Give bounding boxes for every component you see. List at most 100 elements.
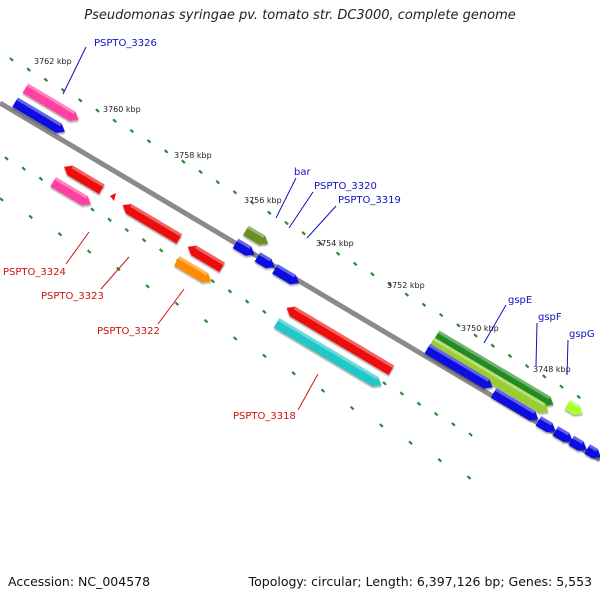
frame-tick: [349, 405, 355, 411]
scale-tick: [576, 394, 581, 400]
gene-feature: [568, 435, 587, 451]
gene-feature: [584, 444, 600, 459]
gene-label-reverse: PSPTO_3323: [41, 291, 104, 302]
frame-tick: [124, 227, 130, 233]
scale-tick: [9, 57, 14, 62]
frame-tick: [57, 231, 63, 237]
frame-tick: [174, 301, 180, 306]
scale-tick: [507, 353, 513, 359]
scale-tick: [215, 179, 221, 185]
scale-tick: [301, 231, 306, 236]
gene-feature: [428, 337, 549, 413]
frame-tick: [399, 391, 405, 396]
label-leader: [566, 339, 569, 376]
scale-tick-label: 3760 kbp: [103, 105, 141, 114]
gene-label-reverse: PSPTO_3324: [3, 267, 66, 278]
label-leader: [100, 256, 130, 290]
label-leader: [306, 205, 337, 239]
scale-tick-label: 3750 kbp: [461, 324, 499, 333]
label-leader: [483, 304, 507, 344]
scale-tick: [335, 251, 341, 256]
frame-tick: [437, 457, 443, 463]
gene-feature: [232, 238, 255, 256]
frame-tick: [227, 289, 233, 294]
frame-tick: [145, 284, 150, 289]
frame-tick: [433, 411, 439, 417]
scale-tick: [370, 271, 375, 277]
scale-tick-label: 3756 kbp: [244, 196, 282, 205]
map-title: Pseudomonas syringae pv. tomato str. DC3…: [84, 8, 516, 23]
scale-tick: [232, 190, 238, 195]
frame-tick: [158, 248, 164, 253]
frame-tick: [262, 353, 267, 359]
gene-feature: [490, 387, 539, 421]
scale-tick: [524, 363, 530, 369]
frame-tick: [38, 176, 44, 182]
gene-feature: [50, 177, 91, 206]
gene-feature: [254, 252, 275, 269]
frame-tick: [382, 381, 387, 386]
frame-tick: [0, 197, 4, 202]
frame-tick: [4, 156, 9, 161]
scale-tick: [404, 292, 410, 297]
frame-tick: [320, 388, 326, 393]
label-leader: [62, 46, 87, 95]
frame-tick: [379, 423, 384, 428]
scale-tick: [112, 118, 117, 123]
frame-tick: [233, 336, 238, 341]
scale-tick-label: 3752 kbp: [387, 281, 425, 290]
frame-tick: [210, 278, 216, 284]
gene-label-forward: gspG: [569, 329, 595, 340]
gene-label-reverse: PSPTO_3318: [233, 411, 296, 422]
accession-text: Accession: NC_004578: [8, 574, 151, 589]
frame-tick: [141, 238, 147, 243]
scale-tick: [542, 374, 547, 379]
frame-tick: [28, 214, 33, 219]
frame-tick: [291, 371, 296, 376]
scale-tick: [473, 333, 478, 338]
frame-tick: [21, 166, 26, 171]
gene-feature: [552, 426, 573, 443]
gene-feature: [12, 97, 65, 133]
scale-tick: [387, 282, 392, 287]
gene-label-forward: PSPTO_3326: [94, 38, 157, 49]
frame-tick: [451, 422, 456, 427]
gene-feature: [64, 165, 105, 194]
frame-tick: [244, 299, 250, 304]
frame-tick: [262, 309, 267, 314]
gene-label-forward: bar: [294, 167, 311, 178]
gene-feature: [286, 306, 395, 375]
gene-labels: PSPTO_3326barPSPTO_3320PSPTO_3319gspEgsp…: [3, 38, 595, 422]
scale-tick: [129, 128, 135, 134]
frame-tick: [468, 432, 473, 437]
frame-tick: [203, 318, 209, 324]
gene-feature: [273, 318, 382, 387]
genome-summary: Topology: circular; Length: 6,397,126 bp…: [248, 574, 592, 589]
label-leader: [288, 191, 314, 229]
gene-feature: [564, 399, 583, 415]
scale-tick: [198, 169, 203, 175]
gene-feature: [535, 416, 556, 433]
gene-label-forward: gspF: [538, 312, 562, 323]
scale-tick: [26, 67, 31, 72]
gene-feature: [272, 264, 300, 285]
scale-tick: [438, 312, 444, 318]
scale-tick: [43, 77, 49, 83]
scale-tick: [95, 108, 100, 113]
scale-tick: [163, 149, 169, 154]
gene-label-forward: PSPTO_3319: [338, 195, 401, 206]
scale-tick: [318, 241, 324, 246]
frame-tick: [466, 475, 472, 480]
label-leader: [297, 373, 319, 411]
frame-tick: [416, 401, 422, 407]
scale-tick: [249, 200, 255, 205]
gene-feature: [424, 343, 493, 389]
scale-tick-label: 3748 kbp: [533, 365, 571, 374]
gene-features: [12, 83, 600, 459]
gene-feature: [22, 83, 79, 121]
marker-glyph: [110, 193, 116, 201]
frame-tick: [90, 207, 95, 212]
gene-feature: [243, 225, 269, 245]
